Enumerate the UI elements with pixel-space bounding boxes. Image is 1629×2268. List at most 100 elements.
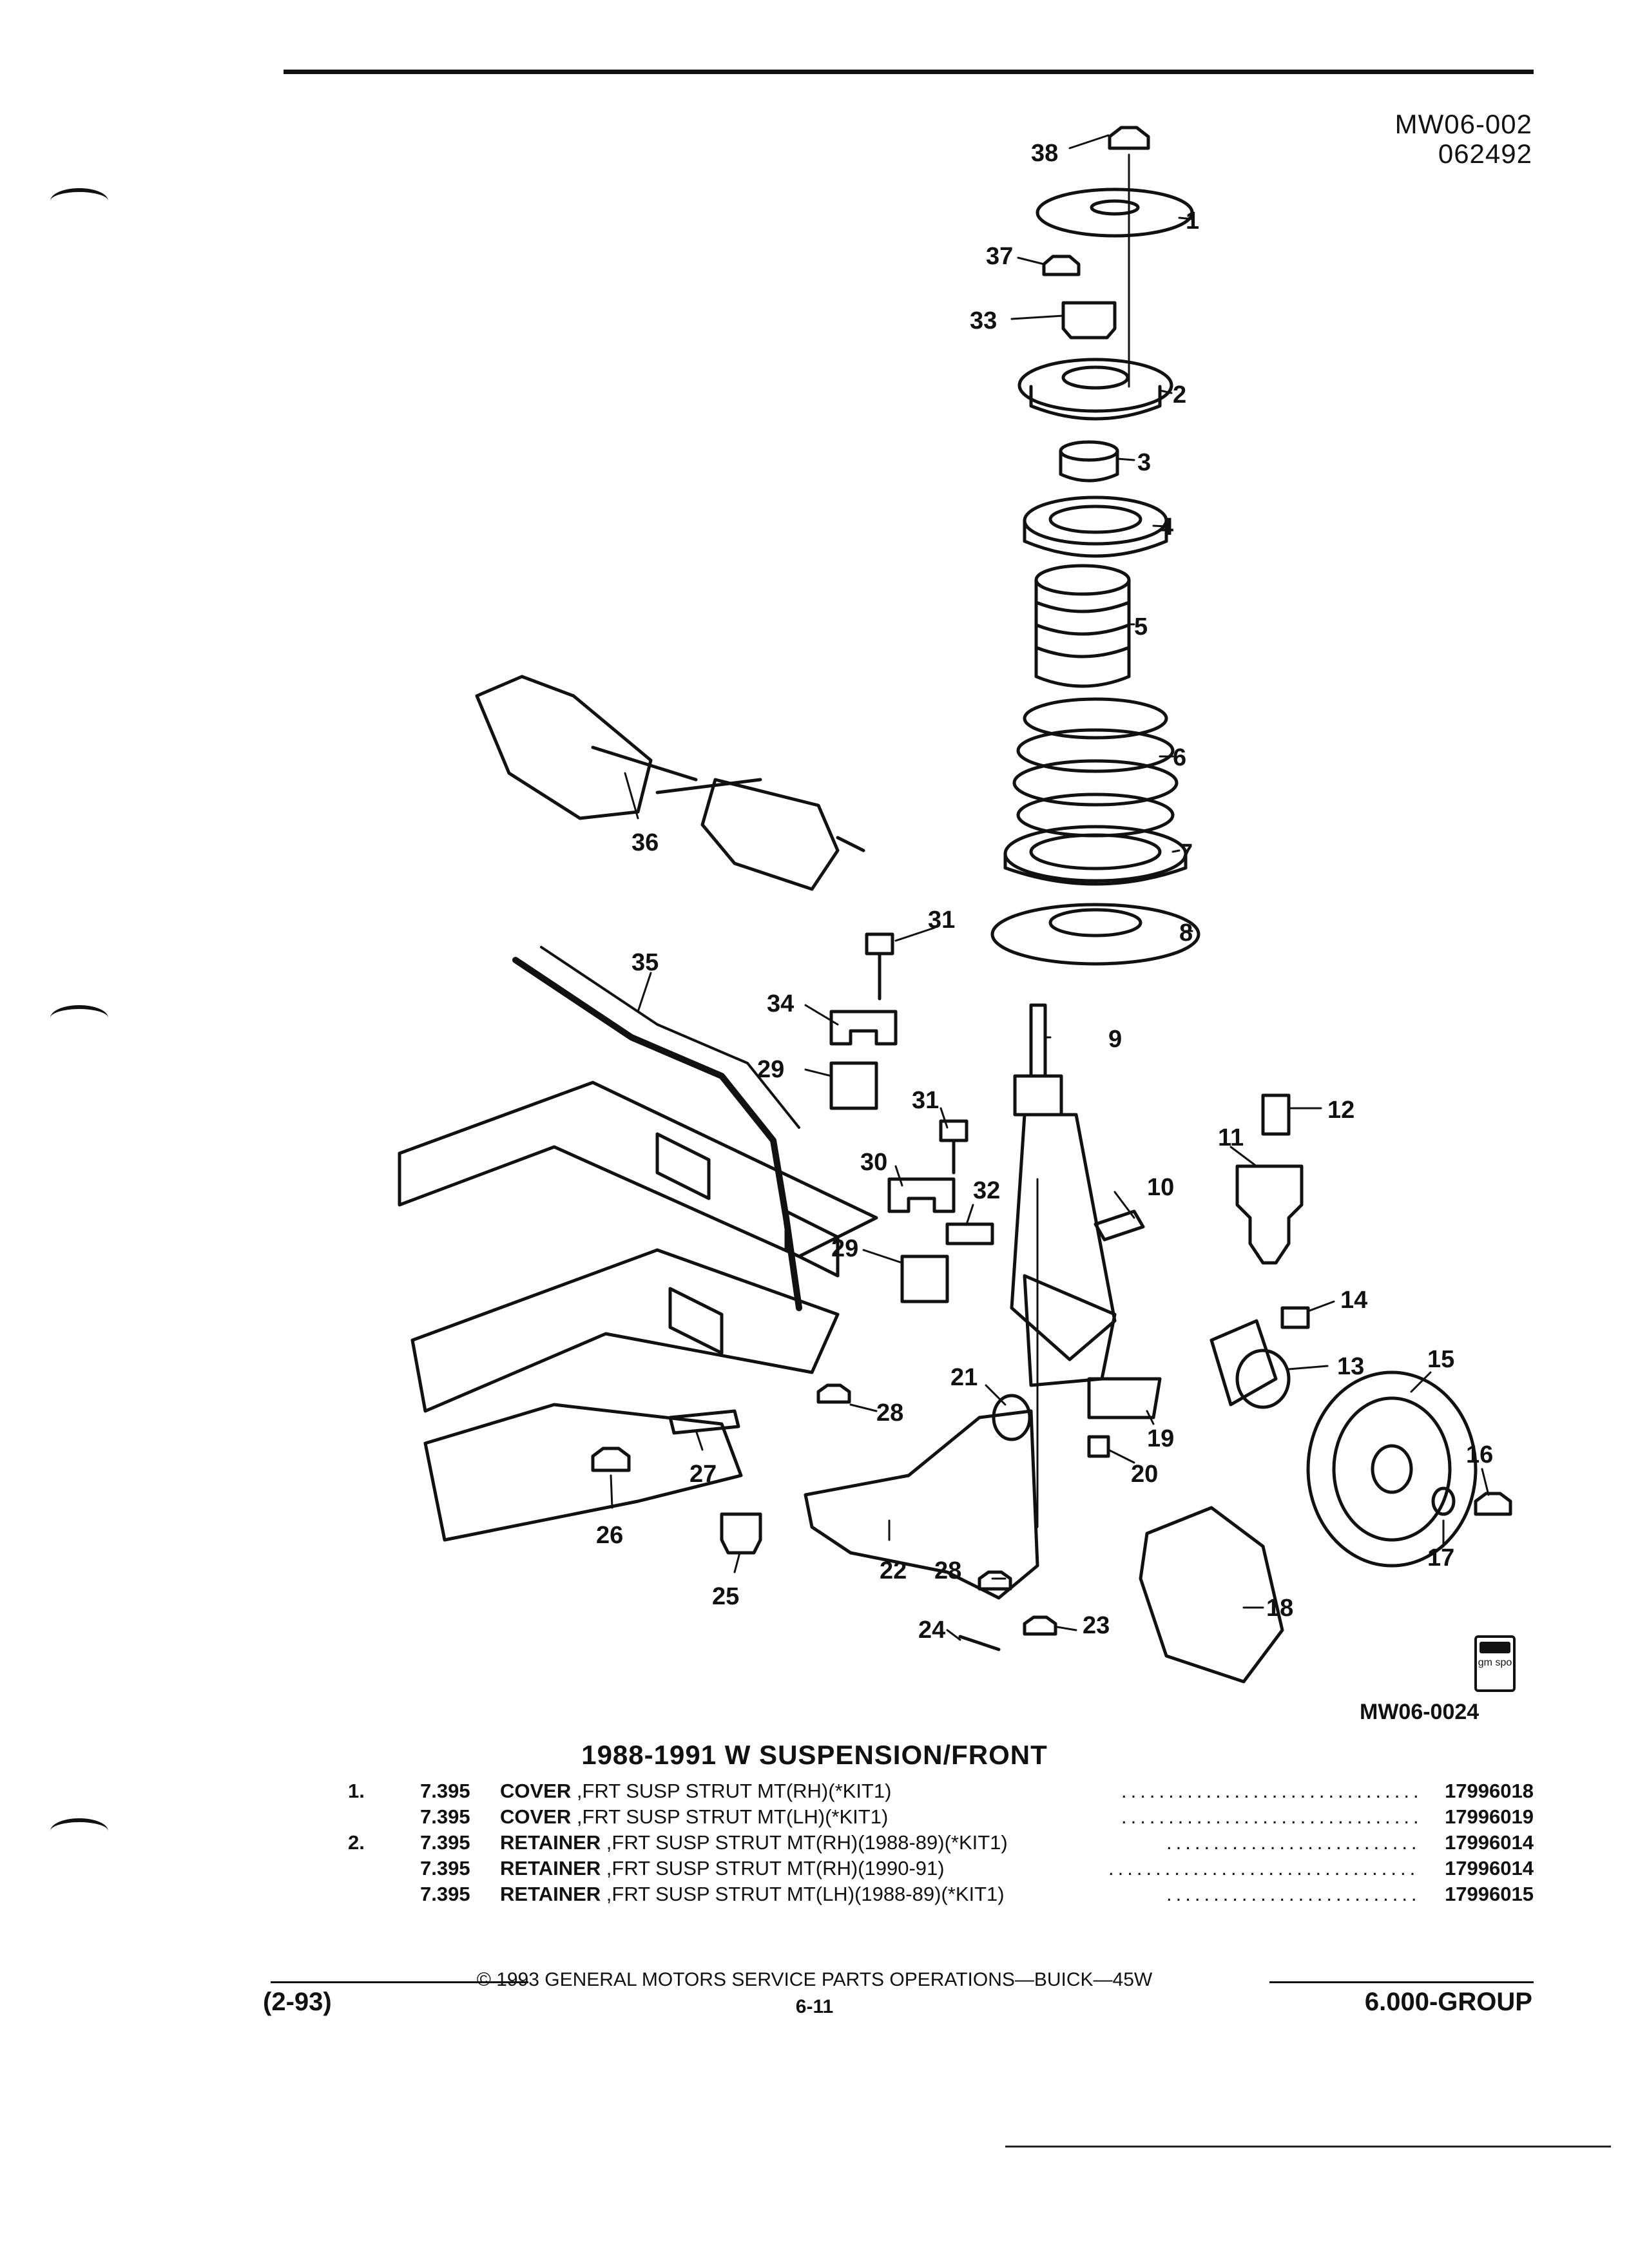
copyright-notice: © 1993 GENERAL MOTORS SERVICE PARTS OPER… (476, 1969, 1153, 1990)
binder-mark (50, 1005, 108, 1031)
callout-26: 26 (596, 1522, 623, 1549)
strut-retainer-part-2 (1017, 358, 1173, 421)
parts-list-row: 1. 7.395 COVER ,FRT SUSP STRUT MT(RH)(*K… (348, 1780, 1534, 1805)
callout-31b: 31 (912, 1087, 939, 1114)
parts-list: 1. 7.395 COVER ,FRT SUSP STRUT MT(RH)(*K… (348, 1780, 1534, 1908)
insulator-part-33 (1061, 301, 1117, 340)
part-spec: ,FRT SUSP STRUT MT(RH)(1988-89)(*KIT1) (601, 1831, 1008, 1854)
callout-37: 37 (986, 243, 1013, 270)
leader-dots: ........................................… (1166, 1883, 1418, 1905)
bushing-part-29b (900, 1254, 949, 1303)
bushing-part-29 (829, 1061, 878, 1110)
engine-cradle-frame (398, 1081, 878, 1542)
callout-18: 18 (1266, 1595, 1293, 1622)
bolt-part-10 (1094, 1209, 1145, 1242)
callout-2: 2 (1173, 381, 1186, 408)
part-number: 17996019 (1445, 1805, 1534, 1828)
part-spec: ,FRT SUSP STRUT MT(LH)(*KIT1) (571, 1805, 889, 1828)
part-spec: ,FRT SUSP STRUT MT(RH)(1990-91) (601, 1857, 945, 1879)
callout-1: 1 (1186, 207, 1199, 235)
cotter-pin-part-24 (958, 1635, 1001, 1651)
callout-36: 36 (631, 829, 659, 856)
figure-id: MW06-0024 (1360, 1700, 1480, 1724)
logo-text: gm spo (1478, 1657, 1512, 1668)
leader-dots: ........................................… (1121, 1805, 1418, 1828)
part-description: RETAINER ,FRT SUSP STRUT MT(RH)(1988-89)… (500, 1831, 1008, 1854)
part-spec: ,FRT SUSP STRUT MT(RH)(*KIT1) (571, 1780, 892, 1802)
callout-20: 20 (1131, 1461, 1158, 1488)
callout-16: 16 (1466, 1441, 1493, 1468)
callout-23: 23 (1083, 1612, 1110, 1639)
callout-31: 31 (928, 907, 955, 934)
leader-dots: ........................................… (1121, 1780, 1418, 1802)
nut-part-28 (816, 1383, 851, 1404)
part-description: COVER ,FRT SUSP STRUT MT(RH)(*KIT1) (500, 1780, 891, 1803)
part-description: COVER ,FRT SUSP STRUT MT(LH)(*KIT1) (500, 1805, 888, 1829)
callout-35: 35 (631, 949, 659, 976)
nut-part-37 (1042, 255, 1081, 276)
reference-number: 7.395 (420, 1883, 470, 1905)
part-name: RETAINER (500, 1883, 601, 1905)
callout-7: 7 (1179, 840, 1193, 867)
nut-part-23 (1023, 1615, 1057, 1636)
callout-27: 27 (689, 1461, 717, 1488)
binder-mark (50, 1818, 108, 1844)
callout-12: 12 (1327, 1097, 1354, 1124)
dust-boot-part-5 (1034, 564, 1131, 688)
strut-cover-part-1 (1036, 187, 1194, 238)
callout-19: 19 (1147, 1425, 1174, 1452)
callout-6: 6 (1173, 744, 1186, 771)
callout-33: 33 (970, 307, 997, 334)
bearing-part-3 (1059, 440, 1119, 483)
page-number: 6-11 (795, 1996, 834, 2017)
parts-list-row: 7.395 COVER ,FRT SUSP STRUT MT(LH)(*KIT1… (348, 1805, 1534, 1831)
item-number: 1. (348, 1780, 365, 1802)
bracket-part-30 (887, 1177, 956, 1213)
callout-24: 24 (918, 1617, 945, 1644)
stabilizer-bar-part-35 (512, 957, 802, 1311)
callout-28b: 28 (934, 1557, 961, 1584)
part-number: 17996014 (1445, 1857, 1534, 1879)
leader-dots: ........................................… (1166, 1831, 1418, 1854)
group-number: 6.000-GROUP (1364, 1988, 1532, 2016)
nut-part-38 (1108, 126, 1150, 150)
shield-part-19 (1087, 1377, 1162, 1419)
document-id: MW06-002 062492 (1395, 110, 1532, 169)
callout-28: 28 (876, 1399, 903, 1427)
nut-part-28b (978, 1570, 1012, 1591)
drive-axle-part-36 (475, 675, 865, 891)
doc-code: MW06-002 (1394, 109, 1532, 139)
part-description: RETAINER ,FRT SUSP STRUT MT(LH)(1988-89)… (500, 1883, 1005, 1906)
brake-caliper-part-18 (1139, 1506, 1284, 1684)
part-number: 17996018 (1445, 1780, 1534, 1802)
reference-number: 7.395 (420, 1805, 470, 1828)
gm-spo-logo: gm spo (1474, 1635, 1516, 1692)
callout-38: 38 (1031, 140, 1058, 167)
callout-11: 11 (1218, 1124, 1244, 1151)
part-name: COVER (500, 1805, 572, 1828)
callout-21: 21 (950, 1364, 978, 1391)
washer-part-17 (1431, 1486, 1456, 1516)
bolt-part-14 (1280, 1306, 1310, 1329)
doc-date: 062492 (1438, 139, 1532, 169)
binder-mark (50, 188, 108, 214)
coil-spring-part-6 (1012, 697, 1179, 838)
bolt-part-31 (865, 932, 894, 1001)
brake-rotor-part-15 (1306, 1370, 1478, 1568)
nut-part-16 (1474, 1492, 1512, 1516)
bolt-part-31b (939, 1119, 969, 1175)
bushing-part-25 (720, 1512, 762, 1555)
bracket-part-34 (829, 1010, 898, 1046)
callout-15: 15 (1427, 1346, 1454, 1373)
spring-insulator-part-7 (1003, 825, 1188, 886)
bolt-part-27 (668, 1409, 740, 1435)
callout-3: 3 (1137, 449, 1151, 476)
callout-17: 17 (1427, 1544, 1454, 1571)
bushing-part-21 (992, 1394, 1032, 1441)
reference-number: 7.395 (420, 1780, 470, 1802)
part-name: COVER (500, 1780, 572, 1802)
part-name: RETAINER (500, 1831, 601, 1854)
item-number: 2. (348, 1831, 365, 1854)
link-part-32 (945, 1222, 994, 1245)
part-number: 17996014 (1445, 1831, 1534, 1854)
